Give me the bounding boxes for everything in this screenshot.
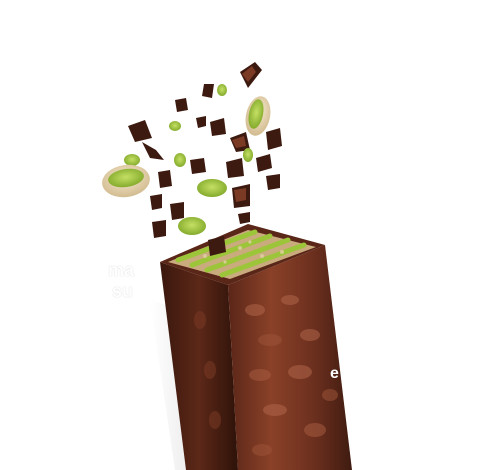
caption-right-line1: e [330, 365, 339, 382]
pistachio-kernels [124, 84, 253, 235]
caption-left-line2: su [112, 281, 134, 301]
chocolate-texture [194, 295, 338, 456]
bar-front-face [228, 245, 352, 470]
pistachio-in-shell-top [245, 96, 271, 136]
chocolate-chunks-highlights [232, 66, 256, 202]
caption-left-line1: ma [108, 260, 135, 280]
wafer-crumbs [203, 240, 284, 264]
pistachio-in-shell-left [102, 164, 150, 198]
